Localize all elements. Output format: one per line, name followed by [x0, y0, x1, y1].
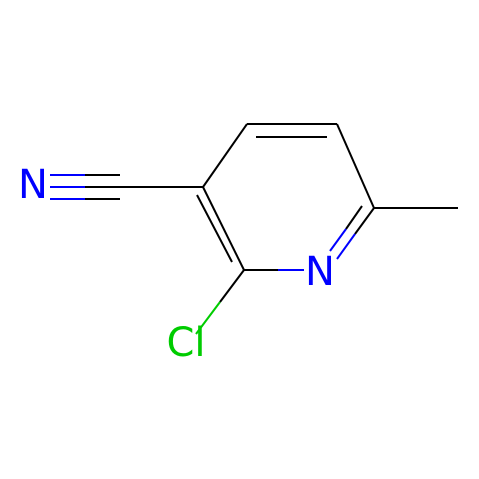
bond-c2-cl-green [195, 301, 221, 335]
bond-c4-c5 [202, 123, 248, 188]
bond-c1-n-inner-black [345, 205, 363, 230]
atom-label-ring-n: N [305, 249, 335, 295]
bond-c2-cl-black [219, 269, 245, 303]
bond-c2-c3-inner [196, 194, 233, 263]
atom-label-nitrile-n: N [18, 162, 48, 208]
bond-c1-n-inner-blue [329, 228, 347, 252]
bond-c1-n-blue [336, 233, 356, 260]
bond-c2-c3 [202, 186, 245, 271]
atom-label-cl: Cl [166, 320, 205, 366]
bond-c6-c1 [336, 123, 375, 209]
bond-c1-n-black [354, 207, 375, 235]
